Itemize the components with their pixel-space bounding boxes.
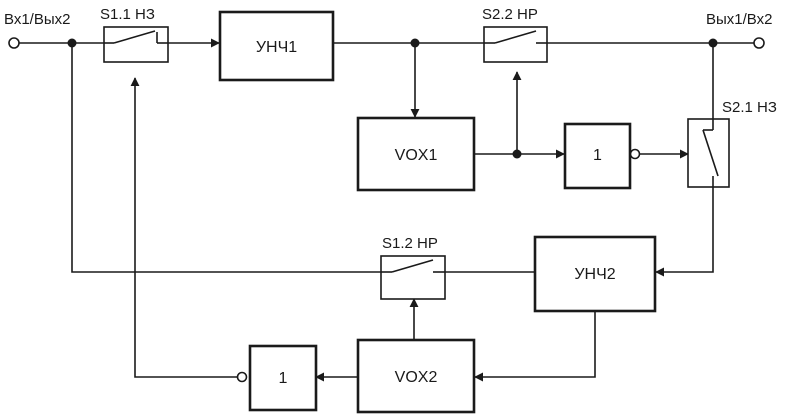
left-terminal	[8, 37, 20, 49]
switch-s2-1: S2.1 НЗ	[687, 99, 777, 188]
inverter-1: 1	[563, 122, 641, 190]
switch-s1-2-label: S1.2 НР	[382, 235, 438, 252]
inverter-1-bubble	[629, 148, 641, 160]
junction-node-left	[67, 38, 77, 48]
right-terminal	[753, 37, 765, 49]
vox1-label: VOX1	[395, 147, 438, 164]
amplifier-unch1-label: УНЧ1	[256, 39, 297, 56]
switch-s1-1: S1.1 НЗ	[100, 6, 169, 63]
amplifier-unch2-label: УНЧ2	[574, 266, 615, 283]
inverter-2-bubble	[236, 371, 248, 383]
input-output-label-left: Вх1/Вых2	[4, 11, 70, 28]
switch-s1-2: S1.2 НР	[380, 235, 446, 300]
amplifier-unch2: УНЧ2	[533, 235, 657, 313]
switch-s2-2: S2.2 НР	[482, 6, 548, 63]
vox1-block: VOX1	[356, 116, 476, 192]
junction-node-vox1-out	[512, 149, 522, 159]
input-output-label-right: Вых1/Вх2	[706, 11, 772, 28]
switch-s2-1-label: S2.1 НЗ	[722, 99, 777, 116]
wires	[19, 38, 754, 382]
junction-node-right	[708, 38, 718, 48]
inverter-1-label: 1	[593, 147, 602, 164]
vox2-label: VOX2	[395, 369, 438, 386]
junction-node-unch1-out	[410, 38, 420, 48]
amplifier-unch1: УНЧ1	[218, 10, 335, 82]
inverter-2: 1	[236, 344, 318, 412]
switch-s1-1-label: S1.1 НЗ	[100, 6, 155, 23]
switch-s2-2-label: S2.2 НР	[482, 6, 538, 23]
inverter-2-label: 1	[279, 370, 288, 387]
vox2-block: VOX2	[356, 338, 476, 414]
